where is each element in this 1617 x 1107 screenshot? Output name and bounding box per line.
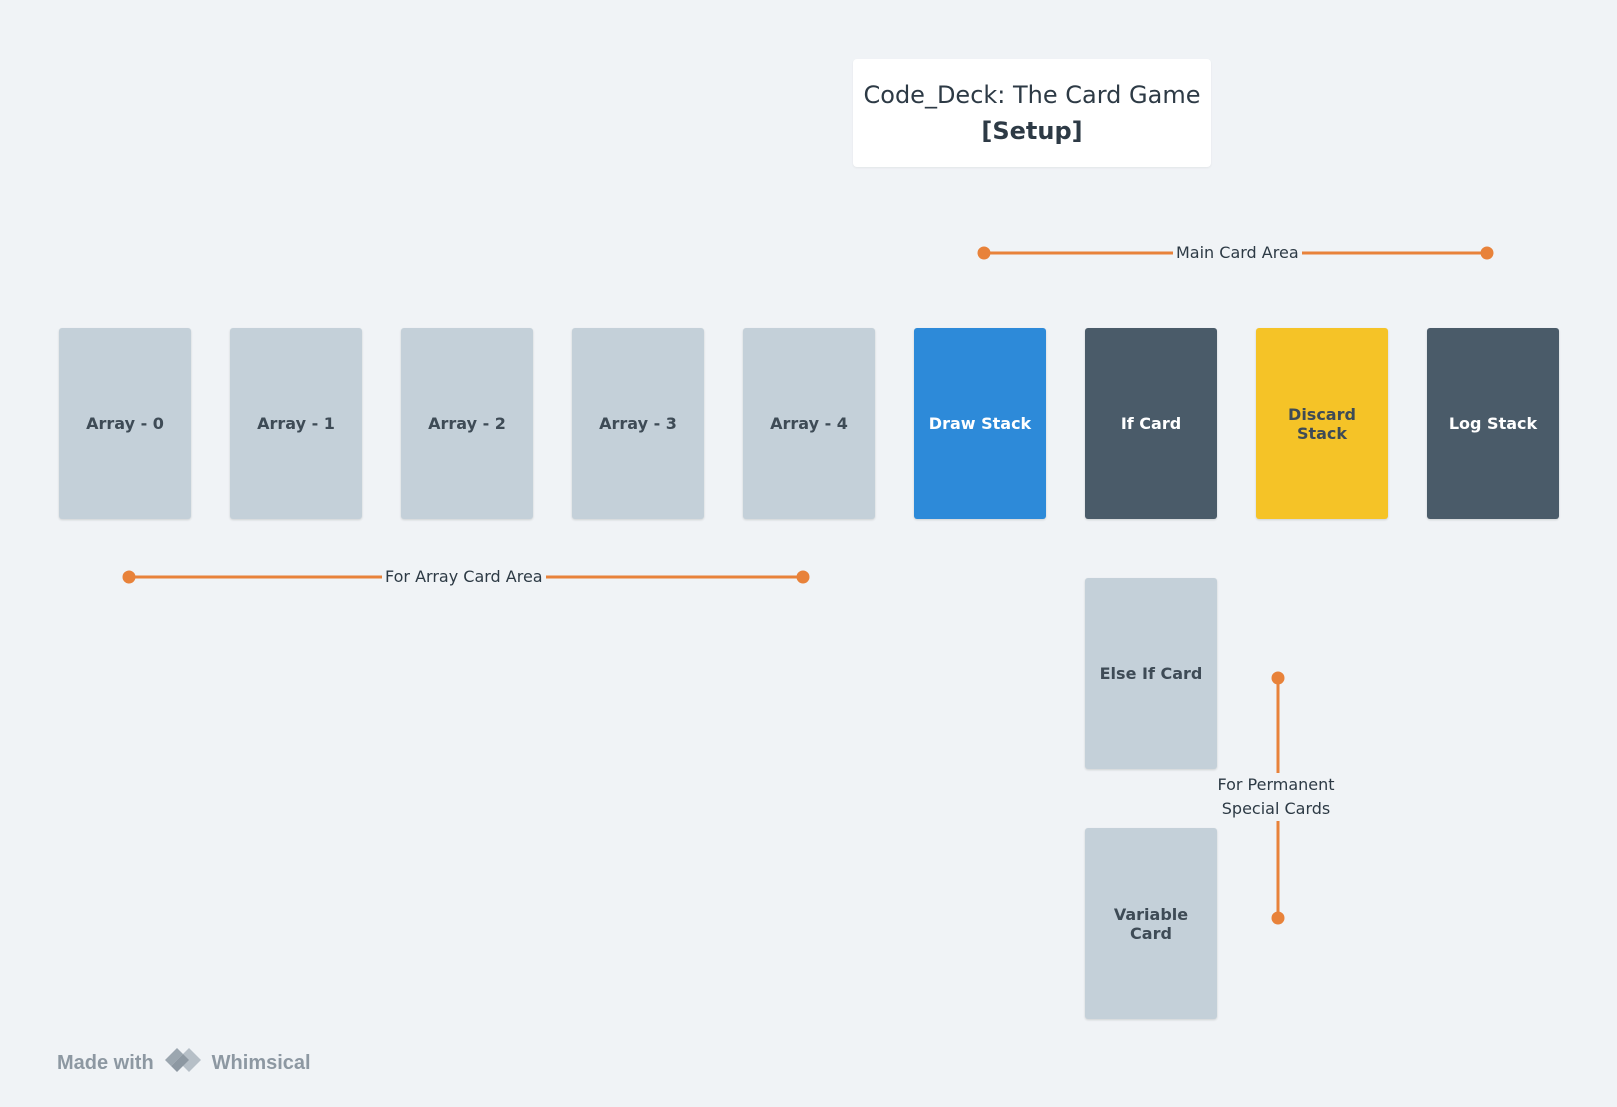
title-text: Code_Deck: The Card Game bbox=[863, 81, 1201, 109]
array-area-end-dot bbox=[796, 570, 810, 584]
permanent-label-line2: Special Cards bbox=[1221, 799, 1331, 818]
card-variable[interactable]: Variable Card bbox=[1085, 828, 1217, 1019]
title-card[interactable]: Code_Deck: The Card Game [Setup] bbox=[853, 59, 1211, 167]
array-card-area-label[interactable]: For Array Card Area bbox=[382, 567, 546, 587]
card-array-0[interactable]: Array - 0 bbox=[59, 328, 191, 519]
permanent-label-line1: For Permanent bbox=[1217, 775, 1335, 794]
whimsical-footer[interactable]: Made with Whimsical bbox=[57, 1048, 311, 1078]
card-draw-stack[interactable]: Draw Stack bbox=[914, 328, 1046, 519]
main-card-area-end-dot bbox=[1480, 246, 1494, 260]
card-array-3[interactable]: Array - 3 bbox=[572, 328, 704, 519]
main-card-area-label[interactable]: Main Card Area bbox=[1173, 243, 1302, 263]
card-array-2[interactable]: Array - 2 bbox=[401, 328, 533, 519]
main-card-area-start-dot bbox=[977, 246, 991, 260]
card-if[interactable]: If Card bbox=[1085, 328, 1217, 519]
whimsical-logo-icon bbox=[163, 1045, 203, 1081]
card-discard-stack[interactable]: Discard Stack bbox=[1256, 328, 1388, 519]
array-area-start-dot bbox=[122, 570, 136, 584]
made-with-text: Made with bbox=[57, 1051, 154, 1074]
card-array-1[interactable]: Array - 1 bbox=[230, 328, 362, 519]
card-log-stack[interactable]: Log Stack bbox=[1427, 328, 1559, 519]
permanent-special-cards-label[interactable]: For Permanent Special Cards bbox=[1206, 773, 1346, 821]
card-array-4[interactable]: Array - 4 bbox=[743, 328, 875, 519]
whimsical-brand-text: Whimsical bbox=[211, 1051, 311, 1074]
permanent-area-end-dot bbox=[1271, 911, 1285, 925]
permanent-area-start-dot bbox=[1271, 671, 1285, 685]
card-else-if[interactable]: Else If Card bbox=[1085, 578, 1217, 769]
title-subtitle: [Setup] bbox=[981, 117, 1083, 145]
